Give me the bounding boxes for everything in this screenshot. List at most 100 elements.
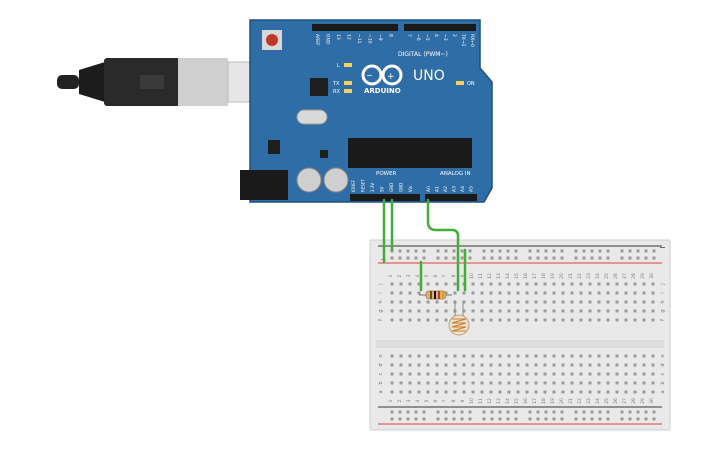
breadboard-hole[interactable] (651, 282, 655, 286)
breadboard-hole[interactable] (414, 256, 418, 260)
digital-header-right[interactable] (404, 24, 476, 31)
wires[interactable] (382, 198, 467, 292)
breadboard-hole[interactable] (525, 354, 529, 358)
breadboard-hole[interactable] (642, 291, 646, 295)
breadboard-hole[interactable] (498, 390, 502, 394)
breadboard-hole[interactable] (452, 417, 456, 421)
breadboard-hole[interactable] (516, 291, 520, 295)
breadboard-hole[interactable] (652, 417, 656, 421)
breadboard-hole[interactable] (406, 249, 410, 253)
breadboard-hole[interactable] (588, 300, 592, 304)
breadboard-hole[interactable] (606, 417, 610, 421)
breadboard-hole[interactable] (525, 300, 529, 304)
breadboard-hole[interactable] (514, 249, 518, 253)
breadboard-hole[interactable] (444, 354, 448, 358)
breadboard-hole[interactable] (615, 309, 619, 313)
breadboard-hole[interactable] (444, 410, 448, 414)
breadboard-hole[interactable] (417, 309, 421, 313)
breadboard-hole[interactable] (579, 318, 583, 322)
breadboard-hole[interactable] (615, 363, 619, 367)
breadboard-hole[interactable] (516, 381, 520, 385)
breadboard-hole[interactable] (570, 300, 574, 304)
breadboard-hole[interactable] (453, 363, 457, 367)
breadboard-hole[interactable] (390, 291, 394, 295)
breadboard-hole[interactable] (468, 256, 472, 260)
breadboard-hole[interactable] (398, 417, 402, 421)
breadboard-hole[interactable] (498, 410, 502, 414)
breadboard-hole[interactable] (606, 256, 610, 260)
breadboard-hole[interactable] (516, 372, 520, 376)
breadboard-hole[interactable] (606, 282, 610, 286)
breadboard-hole[interactable] (498, 417, 502, 421)
breadboard-hole[interactable] (552, 410, 556, 414)
breadboard-hole[interactable] (570, 390, 574, 394)
breadboard-hole[interactable] (444, 300, 448, 304)
breadboard-hole[interactable] (444, 282, 448, 286)
breadboard-hole[interactable] (482, 256, 486, 260)
breadboard-hole[interactable] (516, 354, 520, 358)
breadboard-hole[interactable] (528, 410, 532, 414)
breadboard-hole[interactable] (490, 256, 494, 260)
breadboard-hole[interactable] (561, 381, 565, 385)
breadboard-hole[interactable] (399, 291, 403, 295)
breadboard-hole[interactable] (471, 363, 475, 367)
breadboard-hole[interactable] (588, 282, 592, 286)
breadboard-hole[interactable] (560, 249, 564, 253)
breadboard-hole[interactable] (482, 249, 486, 253)
breadboard-hole[interactable] (579, 309, 583, 313)
breadboard-hole[interactable] (471, 354, 475, 358)
breadboard-hole[interactable] (417, 291, 421, 295)
breadboard-hole[interactable] (435, 318, 439, 322)
breadboard-hole[interactable] (642, 354, 646, 358)
breadboard-hole[interactable] (633, 381, 637, 385)
breadboard-hole[interactable] (606, 363, 610, 367)
breadboard-hole[interactable] (480, 291, 484, 295)
breadboard-hole[interactable] (462, 354, 466, 358)
breadboard-hole[interactable] (435, 282, 439, 286)
breadboard-hole[interactable] (620, 417, 624, 421)
breadboard-hole[interactable] (471, 309, 475, 313)
breadboard-hole[interactable] (417, 354, 421, 358)
breadboard-hole[interactable] (444, 363, 448, 367)
breadboard-hole[interactable] (422, 249, 426, 253)
breadboard-hole[interactable] (408, 282, 412, 286)
breadboard-holes[interactable] (390, 249, 656, 421)
breadboard-hole[interactable] (435, 390, 439, 394)
photoresistor[interactable] (448, 302, 470, 336)
breadboard-hole[interactable] (544, 256, 548, 260)
breadboard-hole[interactable] (435, 372, 439, 376)
breadboard-hole[interactable] (417, 372, 421, 376)
breadboard-hole[interactable] (471, 390, 475, 394)
breadboard-hole[interactable] (453, 291, 457, 295)
breadboard-hole[interactable] (408, 390, 412, 394)
breadboard-hole[interactable] (498, 291, 502, 295)
breadboard-hole[interactable] (579, 372, 583, 376)
breadboard-hole[interactable] (606, 410, 610, 414)
breadboard-hole[interactable] (651, 363, 655, 367)
breadboard-hole[interactable] (574, 417, 578, 421)
breadboard-hole[interactable] (651, 390, 655, 394)
breadboard-hole[interactable] (615, 354, 619, 358)
breadboard-hole[interactable] (598, 249, 602, 253)
breadboard-hole[interactable] (489, 282, 493, 286)
breadboard-hole[interactable] (498, 300, 502, 304)
breadboard-hole[interactable] (552, 256, 556, 260)
breadboard-hole[interactable] (507, 300, 511, 304)
breadboard-hole[interactable] (507, 318, 511, 322)
breadboard-hole[interactable] (633, 372, 637, 376)
breadboard-hole[interactable] (507, 381, 511, 385)
breadboard-hole[interactable] (435, 363, 439, 367)
breadboard-hole[interactable] (435, 381, 439, 385)
breadboard-hole[interactable] (489, 291, 493, 295)
breadboard-hole[interactable] (570, 372, 574, 376)
breadboard-hole[interactable] (570, 318, 574, 322)
breadboard-hole[interactable] (543, 300, 547, 304)
breadboard-hole[interactable] (624, 318, 628, 322)
breadboard-hole[interactable] (506, 417, 510, 421)
breadboard-hole[interactable] (633, 300, 637, 304)
breadboard-hole[interactable] (552, 363, 556, 367)
breadboard-hole[interactable] (480, 300, 484, 304)
breadboard-hole[interactable] (408, 372, 412, 376)
